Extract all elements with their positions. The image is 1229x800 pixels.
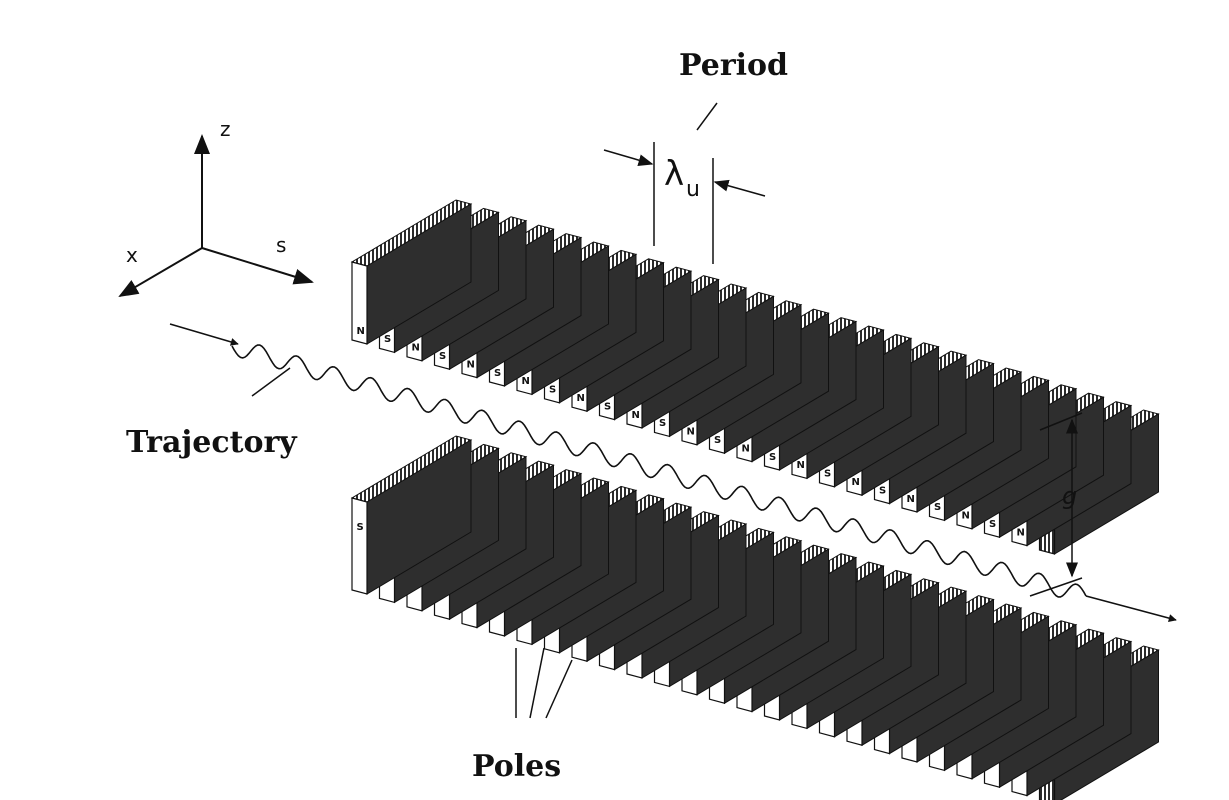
upper-pole-letter: S xyxy=(439,351,446,362)
upper-pole-letter: S xyxy=(879,485,886,496)
period-arrow-right xyxy=(713,179,766,197)
upper-pole-letter: N xyxy=(962,511,970,522)
s-axis-label: s xyxy=(276,233,286,257)
gap-label: g xyxy=(1062,482,1077,510)
upper-pole-letter: N xyxy=(577,393,585,404)
s-axis-arrow xyxy=(201,247,314,285)
period-arrow-left xyxy=(603,149,654,166)
upper-pole-letter: S xyxy=(384,334,391,345)
upper-pole-letter: N xyxy=(907,494,915,505)
poles-annotation: Poles xyxy=(472,647,573,784)
trajectory xyxy=(169,323,1177,623)
period-annotation: Period λ u xyxy=(603,48,788,264)
lambda-symbol: λ xyxy=(664,154,684,194)
upper-pole-letter: N xyxy=(742,443,750,454)
upper-pole-letter: S xyxy=(824,469,831,480)
upper-pole-letter: N xyxy=(467,359,475,370)
gap-annotation: g xyxy=(1029,412,1083,597)
upper-pole-letter: N xyxy=(357,326,365,337)
trajectory-exit-arrow xyxy=(1085,595,1177,623)
upper-pole-front-face xyxy=(351,261,368,345)
upper-pole-letter: N xyxy=(1017,527,1025,538)
gap-extension-bottom xyxy=(1029,577,1083,597)
trajectory-annotation: Trajectory xyxy=(126,367,298,460)
z-axis-label: z xyxy=(220,117,231,141)
poles-label: Poles xyxy=(472,749,561,784)
upper-magnet-array: N S N S N S N S N S N S N S N S N S N S N S N S N xyxy=(350,199,1160,555)
trajectory-leader-line xyxy=(251,367,291,397)
upper-pole-letter: N xyxy=(852,477,860,488)
lower-pole-front-face xyxy=(351,497,368,595)
lower-pole-letter: S xyxy=(357,522,364,533)
x-axis-label: x xyxy=(126,243,138,267)
trajectory-label: Trajectory xyxy=(126,425,298,460)
poles-leader-2 xyxy=(529,647,545,719)
coordinate-axes: z x s xyxy=(118,117,314,298)
lambda-subscript: u xyxy=(686,177,700,202)
upper-pole-letter: S xyxy=(659,418,666,429)
lower-pole: S xyxy=(350,435,473,595)
upper-pole-letter: S xyxy=(604,401,611,412)
poles-leader-3 xyxy=(545,659,573,719)
trajectory-wave xyxy=(231,344,1087,598)
upper-pole-letter: N xyxy=(632,410,640,421)
upper-pole-letter: N xyxy=(412,343,420,354)
upper-pole-letter: S xyxy=(549,385,556,396)
upper-pole-letter: S xyxy=(989,519,996,530)
upper-pole-letter: S xyxy=(494,368,501,379)
gap-extension-top xyxy=(1039,412,1083,431)
upper-pole-letter: N xyxy=(522,376,530,387)
upper-pole-letter: S xyxy=(714,435,721,446)
upper-pole-letter: N xyxy=(687,427,695,438)
trajectory-entry-arrow xyxy=(169,323,239,346)
upper-pole-letter: S xyxy=(934,502,941,513)
upper-pole-letter: N xyxy=(797,460,805,471)
upper-pole-letter: S xyxy=(769,452,776,463)
period-leader-line xyxy=(696,102,718,131)
x-axis-arrow xyxy=(118,247,203,298)
upper-pole: N xyxy=(350,199,473,345)
period-label: Period xyxy=(679,48,788,83)
